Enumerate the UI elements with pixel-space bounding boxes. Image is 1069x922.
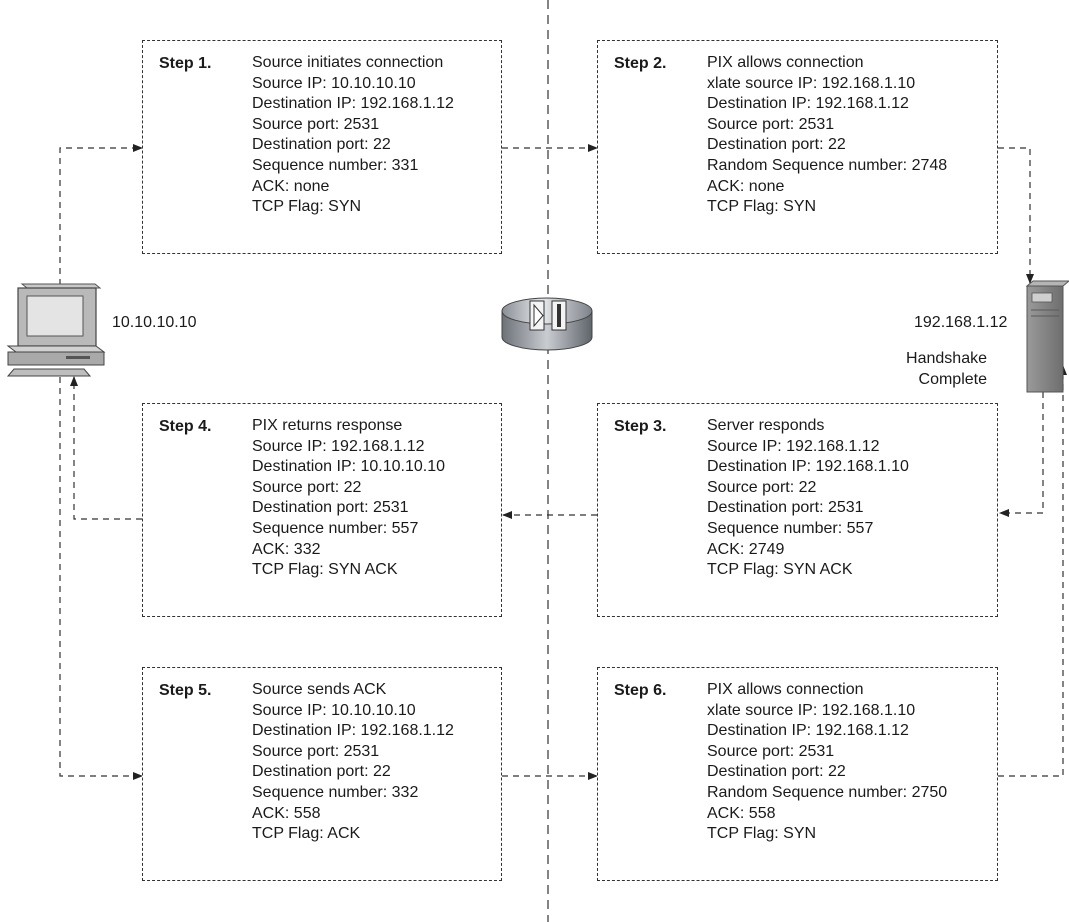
client-ip-label: 10.10.10.10 [112,314,197,331]
step-line: PIX returns response [252,417,403,434]
step-line: Sequence number: 331 [252,156,419,174]
step-line: Destination IP: 192.168.1.10 [707,458,909,476]
step-line: Source IP: 10.10.10.10 [252,74,416,92]
handshake-complete-note: Handshake Complete [906,348,987,390]
step-line: Destination port: 2531 [252,499,409,517]
step-line: Destination IP: 10.10.10.10 [252,458,446,476]
step-line: Source IP: 192.168.1.12 [707,437,880,455]
arrow-step6-to-server [998,365,1067,777]
step-line: Server responds [707,417,825,434]
desktop-computer-icon [6,283,106,377]
step-details: Server responds Source IP: 192.168.1.12 … [707,416,909,581]
step-line: Source initiates connection [252,54,444,71]
step-line: PIX allows connection [707,54,864,71]
step-line: Source port: 2531 [252,742,380,760]
step-label: Step 2. [614,55,667,72]
step-line: Destination port: 22 [707,763,846,781]
step-line: TCP Flag: SYN ACK [252,561,398,579]
arrow-client-to-step1 [59,144,143,285]
step-label: Step 5. [159,682,212,699]
step-label: Step 6. [614,682,667,699]
arrow-client-to-step5 [59,377,143,780]
step-line: Sequence number: 332 [252,783,419,801]
step-line: Sequence number: 557 [707,519,874,537]
step-line: xlate source IP: 192.168.1.10 [707,701,916,719]
step-line: ACK: 558 [252,804,321,822]
arrow-step2-to-server [998,147,1034,284]
step-details: Source sends ACK Source IP: 10.10.10.10 … [252,680,454,845]
step-line: TCP Flag: SYN [252,198,362,216]
step-line: Source port: 22 [252,478,362,496]
step-line: Destination port: 22 [707,136,846,154]
step-line: Destination port: 22 [252,763,391,781]
step-line: TCP Flag: ACK [252,825,361,843]
step-label: Step 3. [614,418,667,435]
step-6-box: Step 6. PIX allows connection xlate sour… [597,667,998,881]
step-details: PIX returns response Source IP: 192.168.… [252,416,445,581]
step-4-box: Step 4. PIX returns response Source IP: … [142,403,502,617]
step-line: xlate source IP: 192.168.1.10 [707,74,916,92]
step-details: Source initiates connection Source IP: 1… [252,53,454,218]
step-line: Source sends ACK [252,681,387,698]
step-line: TCP Flag: SYN [707,198,817,216]
step-5-box: Step 5. Source sends ACK Source IP: 10.1… [142,667,502,881]
step-details: PIX allows connection xlate source IP: 1… [707,53,947,218]
server-ip-label: 192.168.1.12 [914,314,1008,331]
step-line: TCP Flag: SYN [707,825,817,843]
step-line: ACK: none [252,177,330,195]
step-3-box: Step 3. Server responds Source IP: 192.1… [597,403,998,617]
step-line: ACK: 2749 [707,540,785,558]
step-line: Source port: 22 [707,478,817,496]
step-label: Step 1. [159,55,212,72]
step-line: Source IP: 10.10.10.10 [252,701,416,719]
step-line: ACK: 332 [252,540,321,558]
step-line: Destination IP: 192.168.1.12 [252,722,454,740]
step-2-box: Step 2. PIX allows connection xlate sour… [597,40,998,254]
step-line: Random Sequence number: 2748 [707,156,948,174]
step-line: Destination IP: 192.168.1.12 [252,95,454,113]
step-line: PIX allows connection [707,681,864,698]
step-line: Destination IP: 192.168.1.12 [707,95,909,113]
step-line: Destination port: 22 [252,136,391,154]
arrow-server-to-step3 [999,392,1044,517]
step-line: ACK: none [707,177,785,195]
pix-firewall-icon [501,297,593,351]
step-label: Step 4. [159,418,212,435]
step-line: ACK: 558 [707,804,776,822]
step-line: Source IP: 192.168.1.12 [252,437,425,455]
step-line: Destination port: 2531 [707,499,864,517]
step-1-box: Step 1. Source initiates connection Sour… [142,40,502,254]
step-line: Source port: 2531 [707,742,835,760]
step-line: Sequence number: 557 [252,519,419,537]
tower-server-icon [1025,280,1069,393]
step-line: TCP Flag: SYN ACK [707,561,853,579]
handshake-note-line: Handshake [906,350,987,367]
arrow-step4-to-client [70,376,142,520]
step-line: Source port: 2531 [252,115,380,133]
step-line: Random Sequence number: 2750 [707,783,948,801]
step-line: Destination IP: 192.168.1.12 [707,722,909,740]
handshake-note-line: Complete [918,371,987,388]
step-line: Source port: 2531 [707,115,835,133]
step-details: PIX allows connection xlate source IP: 1… [707,680,947,845]
